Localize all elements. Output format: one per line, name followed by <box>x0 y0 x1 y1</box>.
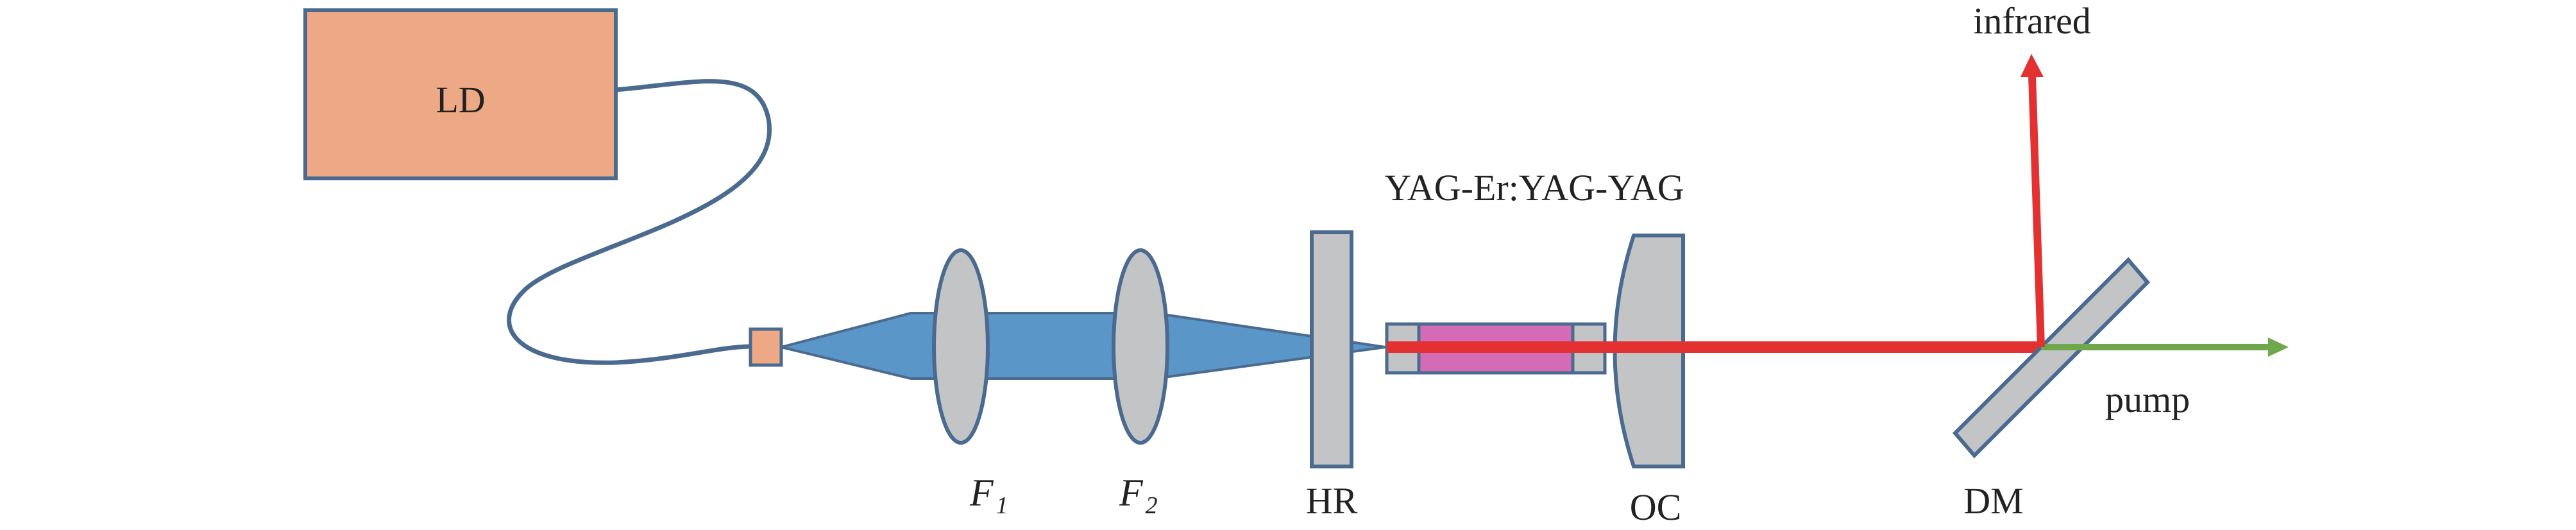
fiber-coupler <box>749 327 783 367</box>
pump-arrowhead <box>2268 338 2289 357</box>
f1-subscript: 1 <box>996 492 1008 519</box>
crystal-label: YAG-Er:YAG-YAG <box>1384 167 1684 209</box>
dichroic-mirror <box>1952 257 2151 459</box>
pump-label: pump <box>2105 379 2190 420</box>
infrared-label: infrared <box>1973 0 2091 42</box>
lens-f2 <box>1112 248 1169 445</box>
ld-label: LD <box>436 79 485 121</box>
infrared-beam-vertical <box>2028 75 2045 348</box>
oc-label: OC <box>1630 486 1682 528</box>
laser-diode-box <box>303 8 618 180</box>
lens-f1 <box>932 248 990 445</box>
delivery-fiber <box>507 79 772 365</box>
f2-subscript: 2 <box>1146 492 1158 519</box>
hr-mirror <box>1310 230 1353 468</box>
dm-label: DM <box>1963 480 2023 522</box>
f1-main: F <box>969 472 994 514</box>
infrared-arrowhead <box>2021 54 2044 77</box>
hr-label: HR <box>1306 480 1358 522</box>
pump-beam <box>781 312 1386 380</box>
f2-main: F <box>1119 472 1144 514</box>
